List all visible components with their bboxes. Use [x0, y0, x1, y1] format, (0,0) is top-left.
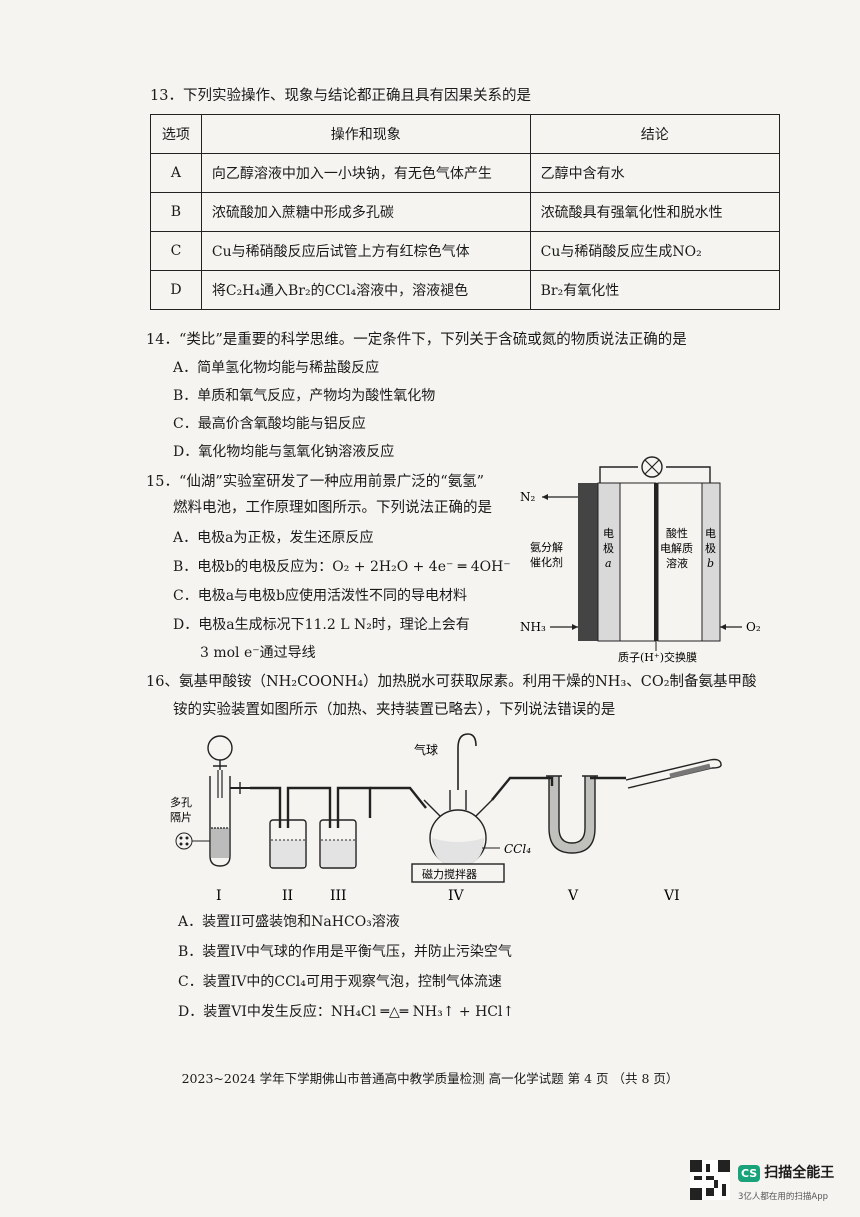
cs-logo: CS [738, 1165, 761, 1182]
q14-option-b: B．单质和氧气反应，产物均为酸性氧化物 [173, 388, 436, 404]
q14-stem: 14．“类比”是重要的科学思维。一定条件下，下列关于含硫或氮的物质说法正确的是 [146, 332, 687, 348]
electrolyte-left [619, 482, 657, 642]
table-row: C Cu与稀硝酸反应后试管上方有红棕色气体 Cu与稀硝酸反应生成NO₂ [150, 231, 781, 271]
page-footer: 2023~2024 学年下学期佛山市普通高中教学质量检测 高一化学试题 第 4 … [181, 1071, 679, 1086]
electrode-a-label: 电 [603, 527, 614, 540]
q16-option-b: B．装置IV中气球的作用是平衡气压，并防止污染空气 [178, 944, 512, 960]
device-vi [625, 758, 722, 789]
o2-label: O₂ [746, 620, 761, 634]
table-cell: C [150, 231, 202, 271]
apparatus-diagram: 多孔 隔片 气球 [170, 733, 722, 904]
device-iii [319, 819, 357, 869]
q15-option-a: A．电极a为正极，发生还原反应 [173, 530, 374, 546]
n2-label: N₂ [520, 490, 536, 504]
fuel-cell-diagram: N₂ NH₃ O₂ 氨分解 催化剂 电 极 a 酸性 电解质 溶液 电 极 b … [520, 456, 761, 664]
balloon-label: 气球 [414, 742, 438, 757]
q15-stem-line1: 15．“仙湖”实验室研发了一种应用前景广泛的“氨氢” [146, 474, 485, 490]
electrode-b-label: b [707, 557, 714, 570]
nh3-label: NH₃ [520, 620, 546, 634]
q15-option-d: D．电极a生成标况下11.2 L N₂时，理论上会有 [173, 617, 470, 633]
qr-code-icon [690, 1160, 730, 1200]
electrode-a-label: 极 [603, 541, 614, 555]
device-i: 多孔 隔片 [170, 735, 250, 867]
table-header: 操作和现象 [200, 114, 531, 154]
electrode-b-label: 极 [705, 541, 716, 555]
electrode-a-label: a [605, 557, 612, 570]
ccl4-label: CCl₄ [504, 842, 531, 856]
device-label: IV [448, 888, 465, 904]
table-row: A 向乙醇溶液中加入一小块钠，有无色气体产生 乙醇中含有水 [150, 153, 781, 193]
q16-stem-line1: 16、氨基甲酸铵（NH₂COONH₄）加热脱水可获取尿素。利用干燥的NH₃、CO… [146, 674, 757, 690]
brand-name: 扫描全能王 [764, 1165, 835, 1181]
q16-option-a: A．装置II可盛装饱和NaHCO₃溶液 [178, 914, 400, 930]
table-cell: Cu与稀硝酸反应生成NO₂ [529, 231, 781, 271]
device-label: VI [663, 888, 680, 904]
q15-option-d-cont: 3 mol e⁻通过导线 [200, 645, 316, 661]
porous-label: 多孔 [170, 795, 192, 809]
table-cell: 浓硫酸加入蔗糖中形成多孔碳 [200, 192, 531, 232]
brand-slogan: 3亿人都在用的扫描App [738, 1192, 829, 1202]
q14-option-d: D．氧化物均能与氢氧化钠溶液反应 [173, 444, 395, 460]
table-header: 结论 [529, 114, 781, 154]
device-iv: 气球 CCl₄ 磁力搅拌器 [370, 733, 531, 883]
liquid [211, 828, 229, 858]
table-cell: 乙醇中含有水 [529, 153, 781, 193]
table-cell: A [150, 153, 202, 193]
q14-option-c: C．最高价含氧酸均能与铝反应 [173, 416, 366, 432]
table-cell: Br₂有氧化性 [529, 270, 781, 310]
catalyst-label: 催化剂 [530, 555, 563, 569]
proton-membrane [654, 483, 658, 641]
stirrer [411, 863, 505, 883]
q15-option-b: B．电极b的电极反应为：O₂ + 2H₂O + 4e⁻ ═ 4OH⁻ [173, 559, 511, 575]
porous-label: 隔片 [170, 811, 192, 824]
device-label: III [330, 888, 347, 904]
q13-table: 选项 操作和现象 结论 A 向乙醇溶液中加入一小块钠，有无色气体产生 乙醇中含有… [150, 114, 781, 310]
device-label: II [282, 888, 293, 904]
q14-option-a: A．简单氢化物均能与稀盐酸反应 [173, 360, 380, 376]
membrane-label: 质子(H⁺)交换膜 [618, 650, 697, 664]
electrolyte-label: 溶液 [666, 556, 688, 570]
device-label: I [216, 888, 222, 904]
table-header: 选项 [150, 114, 202, 154]
electrode-b [701, 482, 721, 642]
catalyst-layer [578, 483, 598, 641]
table-cell: B [150, 192, 202, 232]
q13-stem: 13．下列实验操作、现象与结论都正确且具有因果关系的是 [150, 88, 531, 104]
table-cell: D [150, 270, 202, 310]
table-cell: 向乙醇溶液中加入一小块钠，有无色气体产生 [200, 153, 531, 193]
table-cell: Cu与稀硝酸反应后试管上方有红棕色气体 [200, 231, 531, 271]
device-ii [269, 819, 307, 869]
electrolyte-label: 酸性 [666, 526, 688, 540]
stirrer-label: 磁力搅拌器 [422, 867, 477, 881]
q16-option-d: D．装置VI中发生反应：NH₄Cl ═△═ NH₃↑ + HCl↑ [178, 1004, 515, 1020]
table-cell: 浓硫酸具有强氧化性和脱水性 [529, 192, 781, 232]
q16-option-c: C．装置IV中的CCl₄可用于观察气泡，控制气体流速 [178, 974, 502, 990]
bulb-icon [641, 456, 663, 478]
q15-option-c: C．电极a与电极b应使用活泼性不同的导电材料 [173, 588, 468, 604]
catalyst-label: 氨分解 [530, 540, 563, 554]
table-row: B 浓硫酸加入蔗糖中形成多孔碳 浓硫酸具有强氧化性和脱水性 [150, 192, 781, 232]
table-cell: 将C₂H₄通入Br₂的CCl₄溶液中，溶液褪色 [200, 270, 531, 310]
q16-stem-line2: 铵的实验装置如图所示（加热、夹持装置已略去），下列说法错误的是 [173, 702, 616, 718]
electrolyte-right [657, 482, 703, 642]
electrode-b-label: 电 [705, 527, 716, 540]
device-label: V [567, 888, 579, 904]
electrolyte-label: 电解质 [660, 541, 693, 555]
table-row: D 将C₂H₄通入Br₂的CCl₄溶液中，溶液褪色 Br₂有氧化性 [150, 270, 781, 310]
table-header-row: 选项 操作和现象 结论 [150, 114, 781, 154]
device-v [546, 775, 598, 854]
q15-stem-line2: 燃料电池，工作原理如图所示。下列说法正确的是 [173, 500, 492, 516]
balloon-icon [457, 733, 477, 790]
